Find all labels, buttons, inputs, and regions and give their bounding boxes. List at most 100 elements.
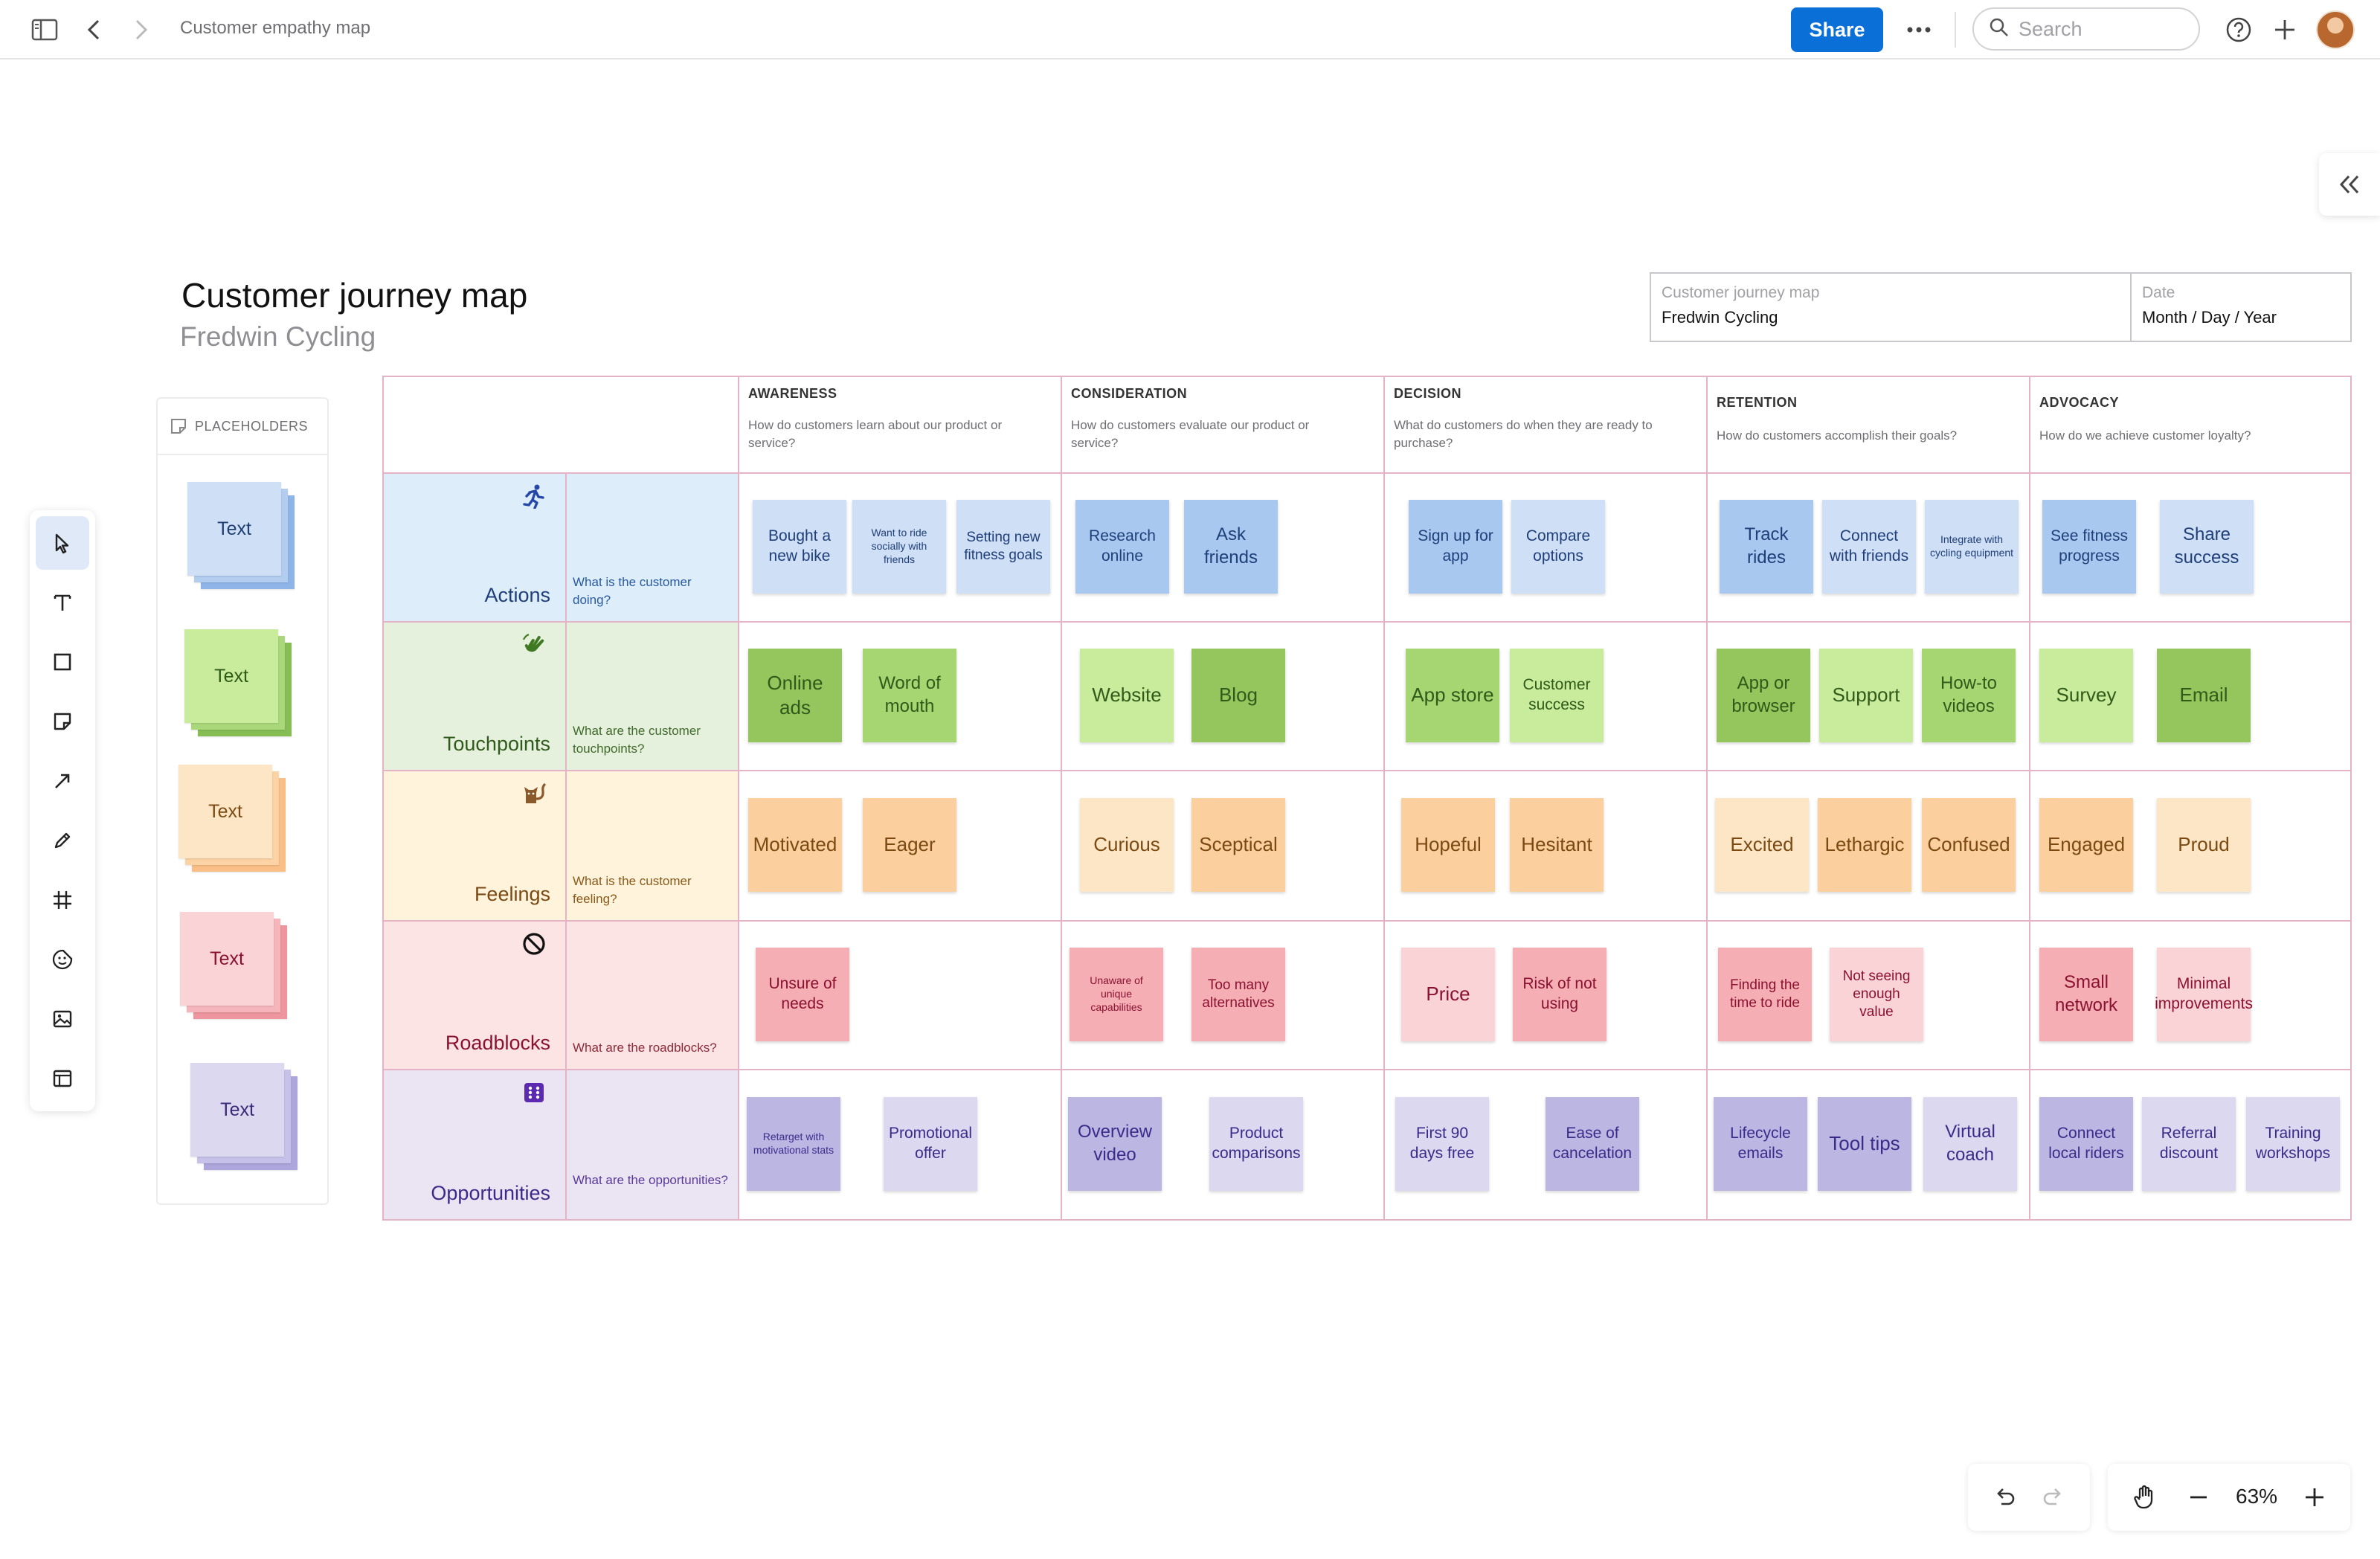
sticky-note[interactable]: Ask friends: [1184, 500, 1278, 594]
zoom-level[interactable]: 63%: [2236, 1485, 2278, 1508]
text-tool[interactable]: [36, 576, 89, 629]
row-header-bg: [384, 472, 738, 621]
zoom-out-button[interactable]: [2181, 1479, 2216, 1515]
sticky-note[interactable]: Training workshops: [2246, 1097, 2340, 1191]
sticky-note[interactable]: Connect with friends: [1822, 500, 1916, 594]
template-tool[interactable]: [36, 1052, 89, 1105]
sticky-note[interactable]: Survey: [2039, 649, 2133, 742]
sticky-note[interactable]: Share success: [2160, 500, 2254, 594]
sticky-note[interactable]: Research online: [1075, 500, 1169, 594]
sticky-note[interactable]: Word of mouth: [863, 649, 956, 742]
sticky-note[interactable]: Tool tips: [1818, 1097, 1911, 1191]
zoom-in-button[interactable]: [2297, 1479, 2332, 1515]
sticky-note-tool[interactable]: [36, 695, 89, 748]
placeholder-note[interactable]: Text: [190, 1063, 284, 1157]
sticky-note[interactable]: Hopeful: [1401, 798, 1495, 892]
sticky-note[interactable]: Small network: [2039, 948, 2133, 1041]
minus-icon: [2190, 1496, 2207, 1499]
dice-icon: [521, 1079, 547, 1106]
frame-tool[interactable]: [36, 873, 89, 927]
placeholder-note-stack[interactable]: Text: [184, 629, 303, 748]
sticky-note[interactable]: Lifecycle emails: [1714, 1097, 1807, 1191]
sticky-note[interactable]: Connect local riders: [2039, 1097, 2133, 1191]
add-icon[interactable]: [2270, 15, 2300, 45]
sticky-note[interactable]: Online ads: [748, 649, 842, 742]
arrow-icon: [55, 774, 70, 788]
back-icon[interactable]: [79, 15, 109, 45]
sticky-note[interactable]: Referral discount: [2142, 1097, 2236, 1191]
sticky-note[interactable]: Minimal improvements: [2155, 948, 2253, 1041]
placeholder-note[interactable]: Text: [184, 629, 278, 723]
placeholder-note-stack[interactable]: Text: [180, 912, 299, 1031]
undo-button[interactable]: [1987, 1479, 2023, 1515]
shape-tool[interactable]: [36, 635, 89, 689]
sticky-note[interactable]: Email: [2157, 649, 2251, 742]
sticky-note[interactable]: Product comparisons: [1209, 1097, 1303, 1191]
sticky-note[interactable]: Sceptical: [1191, 798, 1285, 892]
sticky-note[interactable]: Not seeing enough value: [1830, 948, 1923, 1041]
user-avatar[interactable]: [2316, 10, 2355, 49]
sticky-note[interactable]: Finding the time to ride: [1718, 948, 1812, 1041]
sticky-note[interactable]: Ease of cancelation: [1546, 1097, 1639, 1191]
sticky-note[interactable]: Retarget with motivational stats: [747, 1097, 840, 1191]
sticky-note[interactable]: Website: [1080, 649, 1174, 742]
sticky-note[interactable]: First 90 days free: [1395, 1097, 1489, 1191]
sticky-note[interactable]: Want to ride socially with friends: [852, 500, 946, 594]
sticky-note[interactable]: Curious: [1080, 798, 1174, 892]
sticky-note[interactable]: App store: [1406, 649, 1499, 742]
placeholder-note[interactable]: Text: [187, 482, 281, 576]
sticky-note[interactable]: Unsure of needs: [756, 948, 849, 1041]
share-button[interactable]: Share: [1791, 7, 1883, 52]
placeholder-note[interactable]: Text: [178, 765, 272, 858]
sticky-note[interactable]: Overview video: [1068, 1097, 1162, 1191]
sticky-note[interactable]: Setting new fitness goals: [956, 500, 1050, 594]
pen-tool[interactable]: [36, 814, 89, 867]
sticky-note[interactable]: Blog: [1191, 649, 1285, 742]
sticky-note[interactable]: Track rides: [1720, 500, 1813, 594]
collapse-panel-button[interactable]: [2319, 153, 2380, 216]
stickers-tool[interactable]: [36, 933, 89, 986]
more-options-icon[interactable]: [1904, 15, 1934, 45]
sticky-note[interactable]: Compare options: [1511, 500, 1605, 594]
sticky-note[interactable]: Sign up for app: [1409, 500, 1502, 594]
sticky-note[interactable]: Customer success: [1510, 649, 1604, 742]
hand-tool-button[interactable]: [2127, 1479, 2163, 1515]
sidebar-toggle-icon[interactable]: [30, 15, 60, 45]
sticky-note[interactable]: Integrate with cycling equipment: [1925, 500, 2019, 594]
sticky-note[interactable]: Bought a new bike: [753, 500, 846, 594]
sticky-note[interactable]: Risk of not using: [1513, 948, 1606, 1041]
placeholder-note-stack[interactable]: Text: [178, 765, 298, 884]
sticky-note[interactable]: Virtual coach: [1923, 1097, 2017, 1191]
arrow-tool[interactable]: [36, 754, 89, 808]
placeholder-note-stack[interactable]: Text: [190, 1063, 309, 1182]
sticky-note[interactable]: See fitness progress: [2042, 500, 2136, 594]
sticky-note[interactable]: Too many alternatives: [1191, 948, 1285, 1041]
sticky-note[interactable]: Lethargic: [1818, 798, 1911, 892]
select-tool[interactable]: [36, 516, 89, 570]
sticky-note[interactable]: Support: [1819, 649, 1913, 742]
forward-icon[interactable]: [126, 15, 156, 45]
redo-button[interactable]: [2035, 1479, 2071, 1515]
placeholder-note[interactable]: Text: [180, 912, 274, 1006]
sticky-note[interactable]: Proud: [2157, 798, 2251, 892]
info-cell-map[interactable]: Customer journey map Fredwin Cycling: [1651, 274, 2130, 341]
sticky-note[interactable]: Excited: [1715, 798, 1809, 892]
help-icon[interactable]: [2224, 15, 2254, 45]
sticky-note[interactable]: Engaged: [2039, 798, 2133, 892]
info-cell-date[interactable]: Date Month / Day / Year: [2130, 274, 2350, 341]
image-tool[interactable]: [36, 992, 89, 1046]
sticky-note[interactable]: Motivated: [748, 798, 842, 892]
sticky-note[interactable]: Unaware of unique capabilities: [1070, 948, 1163, 1041]
sticky-note[interactable]: Promotional offer: [884, 1097, 977, 1191]
search-icon: [1989, 17, 2010, 42]
sticky-note[interactable]: Eager: [863, 798, 956, 892]
sticky-note[interactable]: Price: [1401, 948, 1495, 1041]
search-input[interactable]: [2019, 17, 2182, 41]
sticky-note[interactable]: Confused: [1922, 798, 2016, 892]
sticky-note[interactable]: Hesitant: [1510, 798, 1604, 892]
sticky-note[interactable]: App or browser: [1717, 649, 1810, 742]
search-field[interactable]: [1972, 7, 2200, 51]
placeholder-note-stack[interactable]: Text: [187, 482, 306, 601]
grid-line: [1061, 377, 1062, 1219]
sticky-note[interactable]: How-to videos: [1922, 649, 2016, 742]
